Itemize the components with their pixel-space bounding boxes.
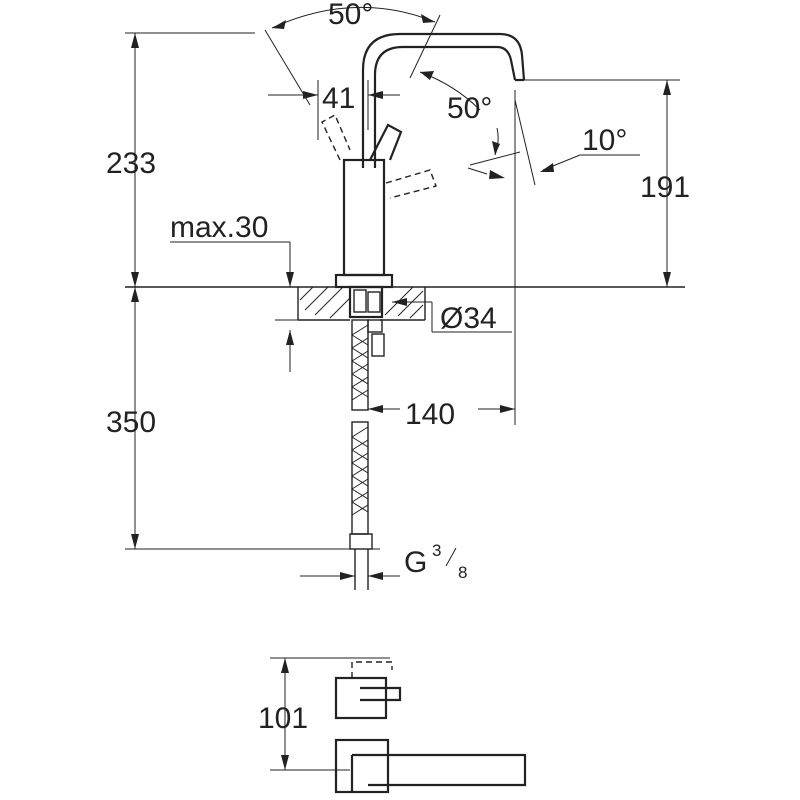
dim-spout-height: 191 — [640, 171, 690, 204]
dim-total-height: 233 — [106, 147, 156, 180]
dim-reach: 140 — [405, 398, 455, 431]
dim-spout-offset: 41 — [322, 82, 355, 115]
dim-angle-tilt: 10° — [582, 124, 627, 157]
dimension-140 — [368, 90, 516, 425]
faucet-top-view — [270, 657, 527, 794]
countertop-section — [297, 285, 426, 321]
dim-thread-main: G — [404, 546, 427, 579]
dimension-350 — [125, 287, 380, 550]
dim-thread-den: 8 — [458, 563, 467, 582]
dim-max-counter: max.30 — [170, 211, 268, 244]
dim-hose-length: 350 — [106, 406, 156, 439]
angle-50-top — [264, 6, 441, 106]
handle-alt-positions — [321, 114, 437, 199]
angle-50-spout — [419, 71, 521, 166]
dimension-233 — [125, 32, 255, 287]
faucet-spout — [361, 32, 526, 168]
dimension-max30 — [170, 241, 345, 372]
dimension-41 — [268, 80, 400, 140]
dim-angle-spout: 50° — [447, 92, 492, 125]
supply-hose — [349, 319, 385, 590]
dimension-191 — [520, 79, 680, 287]
faucet-body — [334, 123, 403, 289]
angle-10 — [467, 99, 640, 186]
thread-fraction-slash — [445, 547, 457, 567]
dimension-thread — [300, 572, 400, 580]
dim-thread-num: 3 — [432, 541, 441, 560]
dim-hole-diameter: Ø34 — [440, 302, 497, 335]
dim-depth: 101 — [258, 702, 308, 735]
dim-angle-top: 50° — [328, 0, 373, 31]
